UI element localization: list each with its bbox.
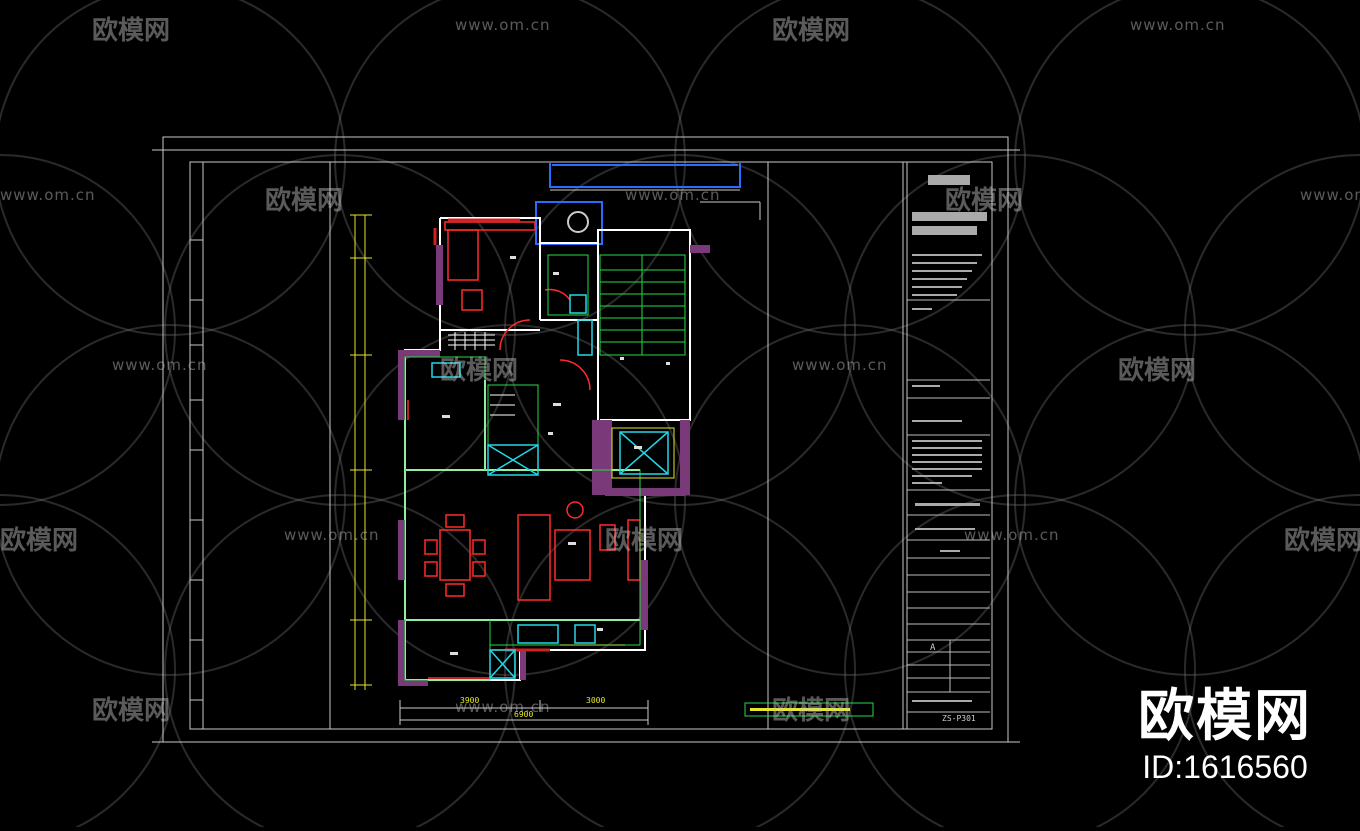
- dimension-total-text: 6900: [514, 710, 534, 719]
- brand-id: ID:1616560: [1142, 749, 1308, 785]
- drawing-caption: [744, 702, 874, 717]
- watermark-url: www.om.cn: [792, 356, 888, 374]
- watermark-url: www.om.cn: [1300, 186, 1360, 204]
- watermark-url: www.om.cn: [0, 186, 96, 204]
- cyan-elements: [431, 294, 669, 679]
- watermark-url: www.om.cn: [1130, 16, 1226, 34]
- lift-frame: [611, 427, 675, 479]
- sheet-code: ZS-P301: [942, 714, 976, 723]
- watermark-brand: 欧模网: [772, 696, 851, 726]
- watermark-brand: 欧模网: [92, 16, 171, 46]
- wall-fills: [398, 245, 710, 686]
- watermark-url: www.om.cn: [964, 526, 1060, 544]
- watermark-brand: 欧模网: [1118, 356, 1197, 386]
- watermark-brand: 欧模网: [92, 696, 171, 726]
- watermark-brand: 欧模网: [1284, 526, 1360, 556]
- brand-badge: 欧模网 ID:1616560: [1138, 686, 1312, 786]
- inner-stair-steps: [448, 332, 515, 416]
- dimension-lines-left: [350, 214, 372, 690]
- watermark-url: www.om.cn: [625, 186, 721, 204]
- dimension-lines-bottom: [399, 700, 649, 725]
- title-block-lines: [907, 299, 990, 713]
- balcony-rails: [550, 189, 761, 220]
- watermark-brand: 欧模网: [265, 186, 344, 216]
- watermark-brand: 欧模网: [0, 526, 79, 556]
- watermark-brand: 欧模网: [605, 526, 684, 556]
- watermark-url: www.om.cn: [284, 526, 380, 544]
- watermark-brand: 欧模网: [440, 356, 519, 386]
- sheet-frame: [152, 136, 1020, 743]
- title-block-text-marks: [912, 175, 987, 702]
- revision-mark: A: [930, 643, 936, 653]
- dimension-right-text: 3000: [586, 696, 606, 705]
- watermark-url: www.om.cn: [455, 16, 551, 34]
- plan-labels: [442, 256, 670, 655]
- watermark-brand: 欧模网: [945, 186, 1024, 216]
- watermark-url: www.om.cn: [112, 356, 208, 374]
- stairs: [404, 254, 686, 681]
- dimension-left-text: 3900: [460, 696, 480, 705]
- brand-name: 欧模网: [1138, 684, 1312, 749]
- watermark-url: www.om.cn: [455, 698, 551, 716]
- watermark-brand: 欧模网: [772, 16, 851, 46]
